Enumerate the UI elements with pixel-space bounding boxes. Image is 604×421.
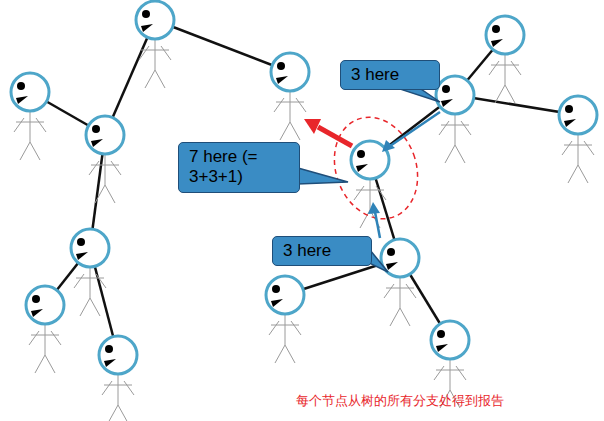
figure-eye bbox=[77, 238, 85, 246]
figure-mouth bbox=[491, 39, 503, 47]
callout-pointer bbox=[370, 250, 388, 272]
figure-body bbox=[439, 114, 471, 163]
figure-mouth bbox=[271, 299, 283, 307]
report-arrow bbox=[375, 212, 380, 238]
figure-eye bbox=[492, 25, 500, 33]
figure-body bbox=[14, 111, 46, 160]
report-arrow bbox=[318, 127, 352, 146]
stick-figure bbox=[381, 239, 419, 326]
figure-mouth bbox=[141, 24, 153, 32]
figure-head bbox=[99, 336, 137, 374]
figure-eye bbox=[17, 82, 25, 90]
figure-body bbox=[354, 179, 386, 228]
figure-head bbox=[431, 321, 469, 359]
caption: 每个节点从树的所有分支处得到报告 bbox=[200, 392, 600, 410]
callout-box: 3 here bbox=[340, 60, 440, 90]
figure-head bbox=[351, 141, 389, 179]
stick-figure bbox=[351, 141, 389, 228]
figure-body bbox=[274, 91, 306, 140]
figure-mouth bbox=[91, 139, 103, 147]
figure-eye bbox=[277, 62, 285, 70]
stick-figure bbox=[486, 16, 524, 103]
figure-body bbox=[89, 154, 121, 203]
callout-text: 3 here bbox=[283, 241, 361, 261]
figure-mouth bbox=[386, 262, 398, 270]
figure-mouth bbox=[356, 164, 368, 172]
figure-eye bbox=[387, 248, 395, 256]
arrowhead bbox=[368, 202, 380, 214]
stick-figure bbox=[559, 96, 597, 183]
tree-edges bbox=[30, 20, 578, 355]
figure-eye bbox=[32, 295, 40, 303]
figure-mouth bbox=[564, 119, 576, 127]
figure-mouth bbox=[31, 309, 43, 317]
stick-figure bbox=[11, 73, 49, 160]
callout-text: 3 here bbox=[351, 65, 429, 85]
figure-eye bbox=[272, 285, 280, 293]
figure-mouth bbox=[76, 252, 88, 260]
stick-figure bbox=[136, 1, 174, 88]
stick-figure bbox=[86, 116, 124, 203]
figure-eye bbox=[565, 105, 573, 113]
stick-figure bbox=[266, 276, 304, 363]
stick-figure bbox=[271, 53, 309, 140]
tree-edge bbox=[370, 95, 455, 160]
figure-body bbox=[74, 267, 106, 316]
figure-head bbox=[266, 276, 304, 314]
figure-head bbox=[271, 53, 309, 91]
figure-eye bbox=[92, 125, 100, 133]
figure-head bbox=[559, 96, 597, 134]
figure-mouth bbox=[276, 76, 288, 84]
figure-mouth bbox=[436, 344, 448, 352]
callout-text: 7 here (= 3+3+1) bbox=[189, 147, 269, 188]
dashed-boundary bbox=[321, 105, 432, 230]
stick-figure bbox=[99, 336, 137, 421]
figure-body bbox=[384, 277, 416, 326]
callout-pointer bbox=[398, 88, 440, 102]
callout-box: 3 here bbox=[272, 236, 372, 266]
callout-box: 7 here (= 3+3+1) bbox=[178, 142, 300, 193]
figure-body bbox=[489, 54, 521, 103]
figure-eye bbox=[142, 10, 150, 18]
figure-head bbox=[436, 76, 474, 114]
figure-eye bbox=[105, 345, 113, 353]
stick-figures bbox=[11, 1, 597, 421]
callout-pointer bbox=[298, 168, 348, 184]
figure-head bbox=[71, 229, 109, 267]
figure-mouth bbox=[104, 359, 116, 367]
figure-body bbox=[269, 314, 301, 363]
stick-figure bbox=[26, 286, 64, 373]
arrowhead bbox=[304, 119, 321, 134]
report-arrow bbox=[390, 112, 440, 146]
figure-head bbox=[136, 1, 174, 39]
figure-eye bbox=[437, 330, 445, 338]
figure-mouth bbox=[441, 99, 453, 107]
figure-body bbox=[139, 39, 171, 88]
figure-body bbox=[29, 324, 61, 373]
figure-head bbox=[26, 286, 64, 324]
figure-eye bbox=[442, 85, 450, 93]
stick-figure bbox=[436, 76, 474, 163]
figure-mouth bbox=[16, 96, 28, 104]
arrowhead bbox=[382, 140, 395, 152]
figure-eye bbox=[357, 150, 365, 158]
figure-head bbox=[11, 73, 49, 111]
tree-edge bbox=[155, 20, 290, 72]
figure-head bbox=[486, 16, 524, 54]
figure-body bbox=[562, 134, 594, 183]
stick-figure bbox=[71, 229, 109, 316]
figure-body bbox=[102, 374, 134, 421]
figure-head bbox=[86, 116, 124, 154]
